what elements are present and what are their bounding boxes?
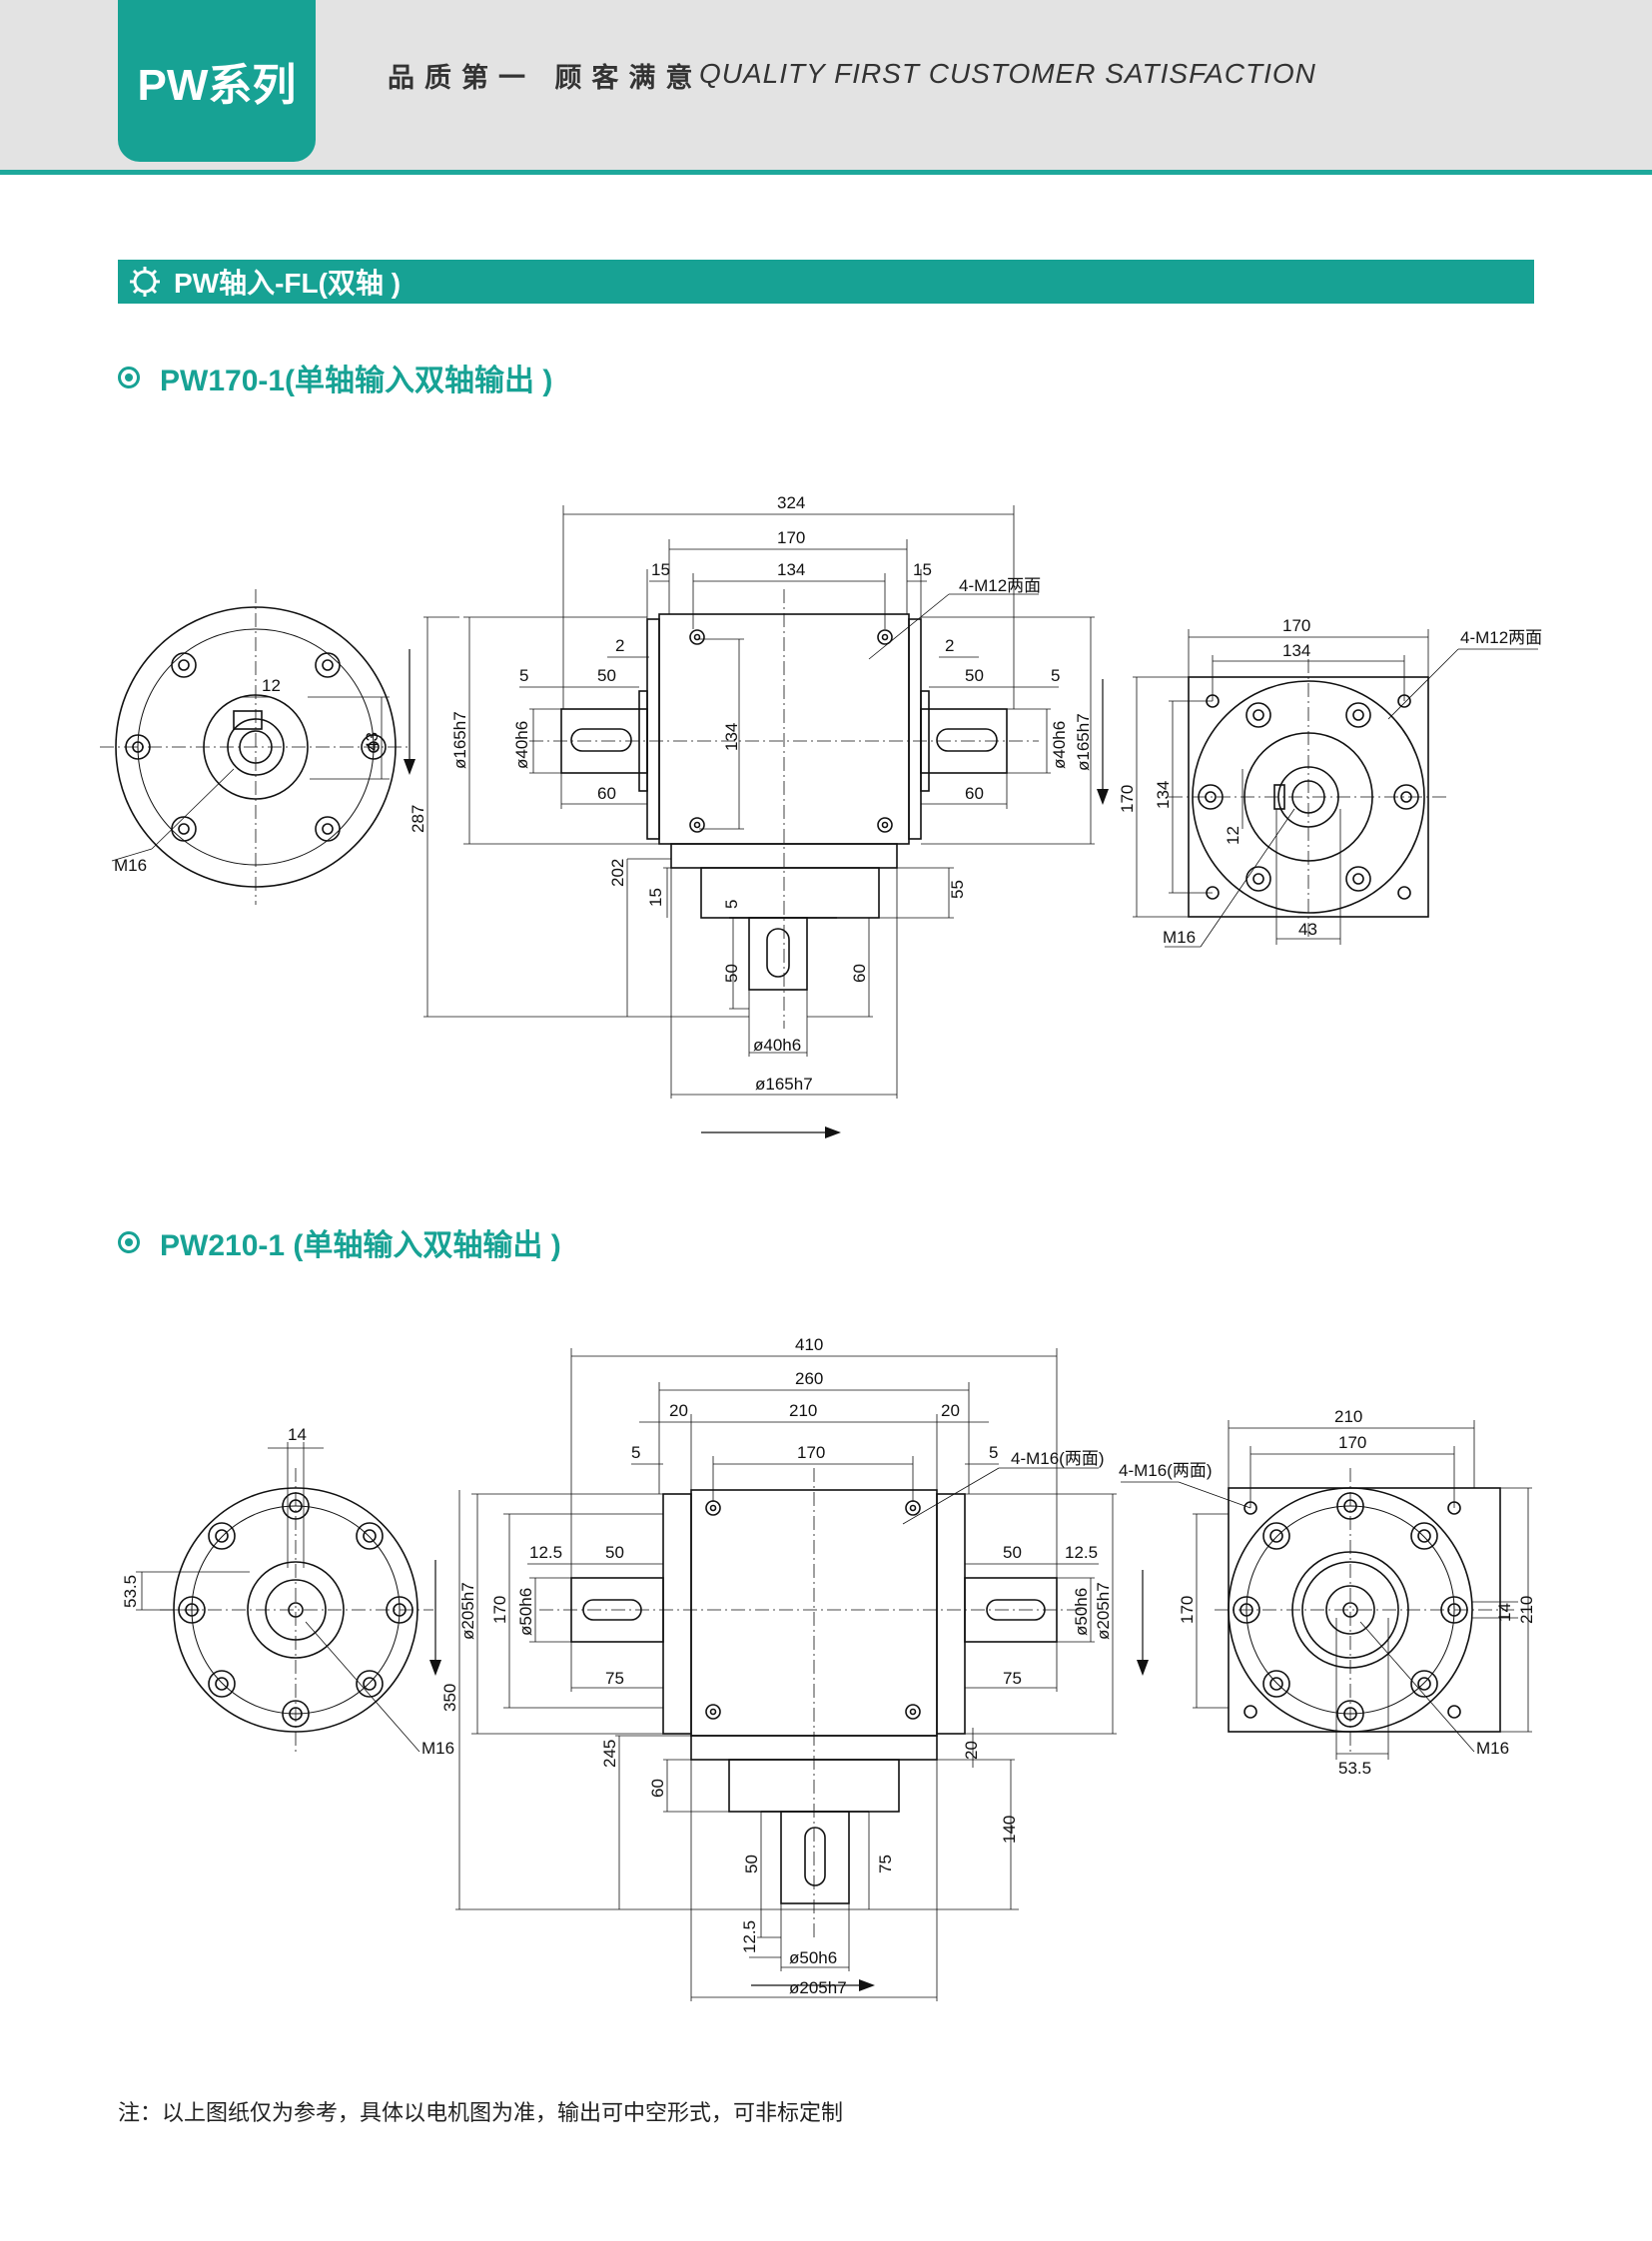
dim-ext-bottom: 60	[850, 964, 869, 983]
dim-gap-right: 2	[945, 636, 954, 655]
left-53-5: 53.5	[121, 1575, 140, 1608]
model-1-title-text: PW170-1(单轴输入双轴输出 )	[160, 365, 553, 397]
right-12: 12	[1224, 826, 1242, 845]
left-key-12: 12	[262, 676, 281, 695]
model-2-title-text: PW210-1 (单轴输入双轴输出 )	[160, 1229, 561, 1262]
drawing-pw210: 410 260 210 20 20 170 5 5 4-M16(两面) 12.5…	[121, 1335, 1536, 2001]
dim-shaft-dia-bottom: ø40h6	[753, 1036, 801, 1055]
right-134: 134	[1282, 641, 1310, 660]
section-title: PW轴入-FL(双轴 )	[174, 268, 402, 299]
dim-140: 140	[1000, 1816, 1019, 1844]
dim-flange-right: 20	[941, 1401, 960, 1420]
right-170: 170	[1338, 1433, 1366, 1452]
dim-body-width: 170	[777, 528, 805, 547]
right-vert-210: 210	[1517, 1596, 1536, 1624]
dim-shaft-len-left: 50	[597, 666, 616, 685]
dim-55: 55	[948, 880, 967, 899]
right-43: 43	[1298, 920, 1317, 939]
dim-shaft-dia-left: ø50h6	[516, 1588, 535, 1636]
series-tab: PW系列	[118, 0, 316, 162]
right-bolt-note: 4-M12两面	[1460, 628, 1542, 647]
dim-bolt-spacing: 134	[777, 560, 805, 579]
dim-shaft-len-left: 50	[605, 1543, 624, 1562]
dim-shaft-len-bottom: 50	[742, 1855, 761, 1873]
dim-60: 60	[648, 1779, 667, 1798]
dim-shaft-dia-right: ø40h6	[1050, 721, 1069, 769]
dim-bolt-note: 4-M16(两面)	[1011, 1449, 1105, 1468]
dim-key-right: 12.5	[1065, 1543, 1098, 1562]
right-thread: M16	[1163, 928, 1196, 947]
dim-shaft-dia-bottom: ø50h6	[789, 1948, 837, 1967]
dim-flange-right: 15	[913, 560, 932, 579]
dim-gap-left: 5	[631, 1443, 640, 1462]
dim-gap-left: 2	[615, 636, 624, 655]
footer-note: 注：以上图纸仅为参考，具体以电机图为准，输出可中空形式，可非标定制	[118, 2100, 844, 2125]
dim-ext-right: 75	[1003, 1669, 1022, 1688]
dim-flange-15: 15	[646, 888, 665, 907]
model-2-title: PW210-1 (单轴输入双轴输出 )	[118, 1220, 561, 1264]
dim-shaft-dia-left: ø40h6	[512, 721, 531, 769]
dim-flange-left: 15	[651, 560, 670, 579]
bullet-icon	[118, 367, 140, 388]
drawing-pw170: 324 170 134 15 15 4-M12两面 2 2 5 50 50 5 …	[100, 493, 1542, 1138]
dim-pilot-bottom: ø205h7	[789, 1978, 847, 1997]
bullet-icon	[118, 1231, 140, 1253]
dim-overall-height: 350	[440, 1684, 459, 1712]
dim-key-left: 5	[519, 666, 528, 685]
dim-ext-right: 60	[965, 784, 984, 803]
dim-shaft-len-right: 50	[1003, 1543, 1022, 1562]
dim-key-bottom: 5	[722, 900, 741, 909]
slogan-en: QUALITY FIRST CUSTOMER SATISFACTION	[699, 58, 1316, 89]
dim-vert-170: 170	[490, 1596, 509, 1624]
dim-bolt-spacing: 170	[797, 1443, 825, 1462]
right-14: 14	[1495, 1603, 1514, 1622]
dim-pilot-right: ø165h7	[1074, 713, 1093, 771]
dim-flange-left: 20	[669, 1401, 688, 1420]
dim-ext-left: 60	[597, 784, 616, 803]
right-vert-170: 170	[1118, 785, 1137, 813]
slogan-cn: 品质第一 顾客满意	[388, 63, 703, 94]
dim-height-202: 202	[608, 859, 627, 887]
dim-overall-width: 410	[795, 1335, 823, 1354]
left-14: 14	[288, 1425, 307, 1444]
dim-shaft-dia-right: ø50h6	[1072, 1588, 1091, 1636]
dim-gap-right: 5	[989, 1443, 998, 1462]
right-53-5: 53.5	[1338, 1759, 1371, 1778]
right-thread: M16	[1476, 1739, 1509, 1758]
dim-pilot-bottom: ø165h7	[755, 1075, 813, 1094]
dim-20: 20	[962, 1741, 981, 1760]
right-vert-170: 170	[1178, 1596, 1197, 1624]
dim-overall-width: 324	[777, 493, 805, 512]
model-1-title: PW170-1(单轴输入双轴输出 )	[118, 356, 552, 399]
dim-shaft-len-right: 50	[965, 666, 984, 685]
dim-ext-bottom: 75	[876, 1855, 895, 1873]
dim-bolt-spacing-outer: 210	[789, 1401, 817, 1420]
right-170: 170	[1282, 616, 1310, 635]
dim-height-245: 245	[600, 1740, 619, 1768]
dim-overall-height: 287	[409, 805, 427, 833]
left-thread: M16	[421, 1739, 454, 1758]
dim-pilot-left: ø205h7	[458, 1582, 477, 1640]
section-bar: PW轴入-FL(双轴 )	[118, 260, 1534, 304]
dim-ext-left: 75	[605, 1669, 624, 1688]
dim-key-bottom: 12.5	[740, 1920, 759, 1953]
dim-body-width: 260	[795, 1369, 823, 1388]
dim-pilot-right: ø205h7	[1094, 1582, 1113, 1640]
dim-key-right: 5	[1051, 666, 1060, 685]
right-vert-134: 134	[1154, 781, 1173, 809]
left-43: 43	[363, 732, 382, 751]
gear-icon	[130, 267, 160, 297]
right-210: 210	[1334, 1407, 1362, 1426]
dim-key-left: 12.5	[529, 1543, 562, 1562]
dim-shaft-len-bottom: 50	[722, 964, 741, 983]
left-thread: M16	[114, 856, 147, 875]
dim-vert-bolt: 134	[722, 723, 741, 751]
right-bolt-note: 4-M16(两面)	[1119, 1461, 1213, 1480]
dim-bolt-note: 4-M12两面	[959, 576, 1041, 595]
dim-pilot-left: ø165h7	[450, 711, 469, 769]
